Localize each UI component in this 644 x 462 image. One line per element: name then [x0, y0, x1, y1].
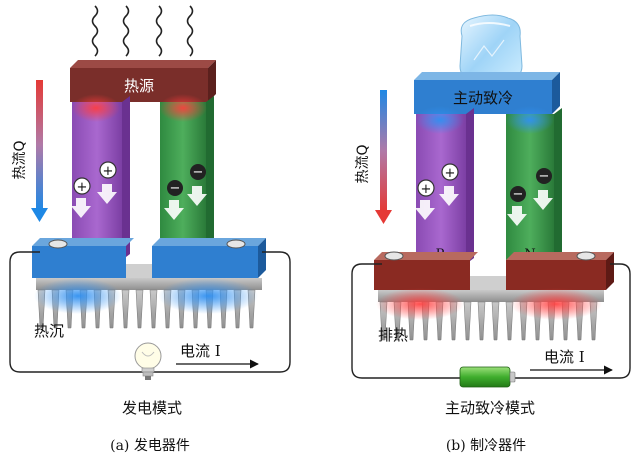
hole-symbol: + — [77, 180, 88, 195]
hot-contacts — [374, 251, 614, 290]
heat-sink-right — [376, 288, 604, 341]
caption-right: (b) 制冷器件 — [446, 438, 526, 454]
current-label-left: 电流 I — [180, 342, 221, 360]
hole-symbol: + — [103, 164, 114, 179]
holes-p-right: + + — [415, 163, 459, 220]
hole-symbol: + — [421, 182, 432, 197]
cold-contacts — [32, 238, 266, 278]
battery-icon — [459, 366, 516, 388]
current-label-right: 电流 I — [544, 348, 585, 366]
heat-flow-label-right: 热流Q — [355, 144, 371, 183]
heat-sink-label: 热沉 — [34, 322, 64, 340]
hole-symbol: + — [445, 166, 456, 181]
heat-sink-fin — [149, 289, 158, 329]
panel-generator: 热源 P N + + − − — [9, 5, 291, 454]
heat-flow-label-left: 热流Q — [12, 140, 28, 179]
electron-symbol: − — [513, 187, 524, 202]
n-leg-right: N — [506, 106, 562, 264]
electron-symbol: − — [170, 181, 181, 196]
heat-sink — [34, 278, 262, 329]
p-leg: P — [72, 94, 130, 260]
heat-sink-fin — [463, 301, 472, 341]
heat-flow-arrow-left: 热流Q — [12, 80, 48, 222]
mode-label-left: 发电模式 — [122, 399, 182, 417]
cooling-plate-label: 主动致冷 — [453, 89, 513, 107]
heat-sink-fin — [135, 289, 144, 329]
heat-sink-fin — [491, 301, 500, 341]
panel-cooler: 主动致冷 P N + + − − — [351, 14, 631, 454]
heat-flow-arrow-right: 热流Q — [355, 90, 392, 224]
electrons-n-right: − − — [507, 168, 553, 226]
heat-sink-fin — [121, 289, 130, 329]
caption-left: (a) 发电器件 — [110, 438, 190, 454]
heat-input-waves — [91, 5, 194, 57]
mode-label-right: 主动致冷模式 — [445, 399, 535, 417]
electron-symbol: − — [193, 165, 204, 180]
holes-p-left: + + — [71, 161, 117, 218]
n-leg: N — [159, 94, 214, 260]
electrons-n-left: − − — [164, 164, 207, 220]
electron-symbol: − — [539, 169, 550, 184]
ice-cube-icon — [459, 14, 523, 83]
heat-source-label: 热源 — [124, 77, 154, 95]
heat-reject-label: 排热 — [378, 326, 408, 344]
heat-sink-fin — [477, 301, 486, 341]
light-bulb-icon — [134, 342, 162, 386]
